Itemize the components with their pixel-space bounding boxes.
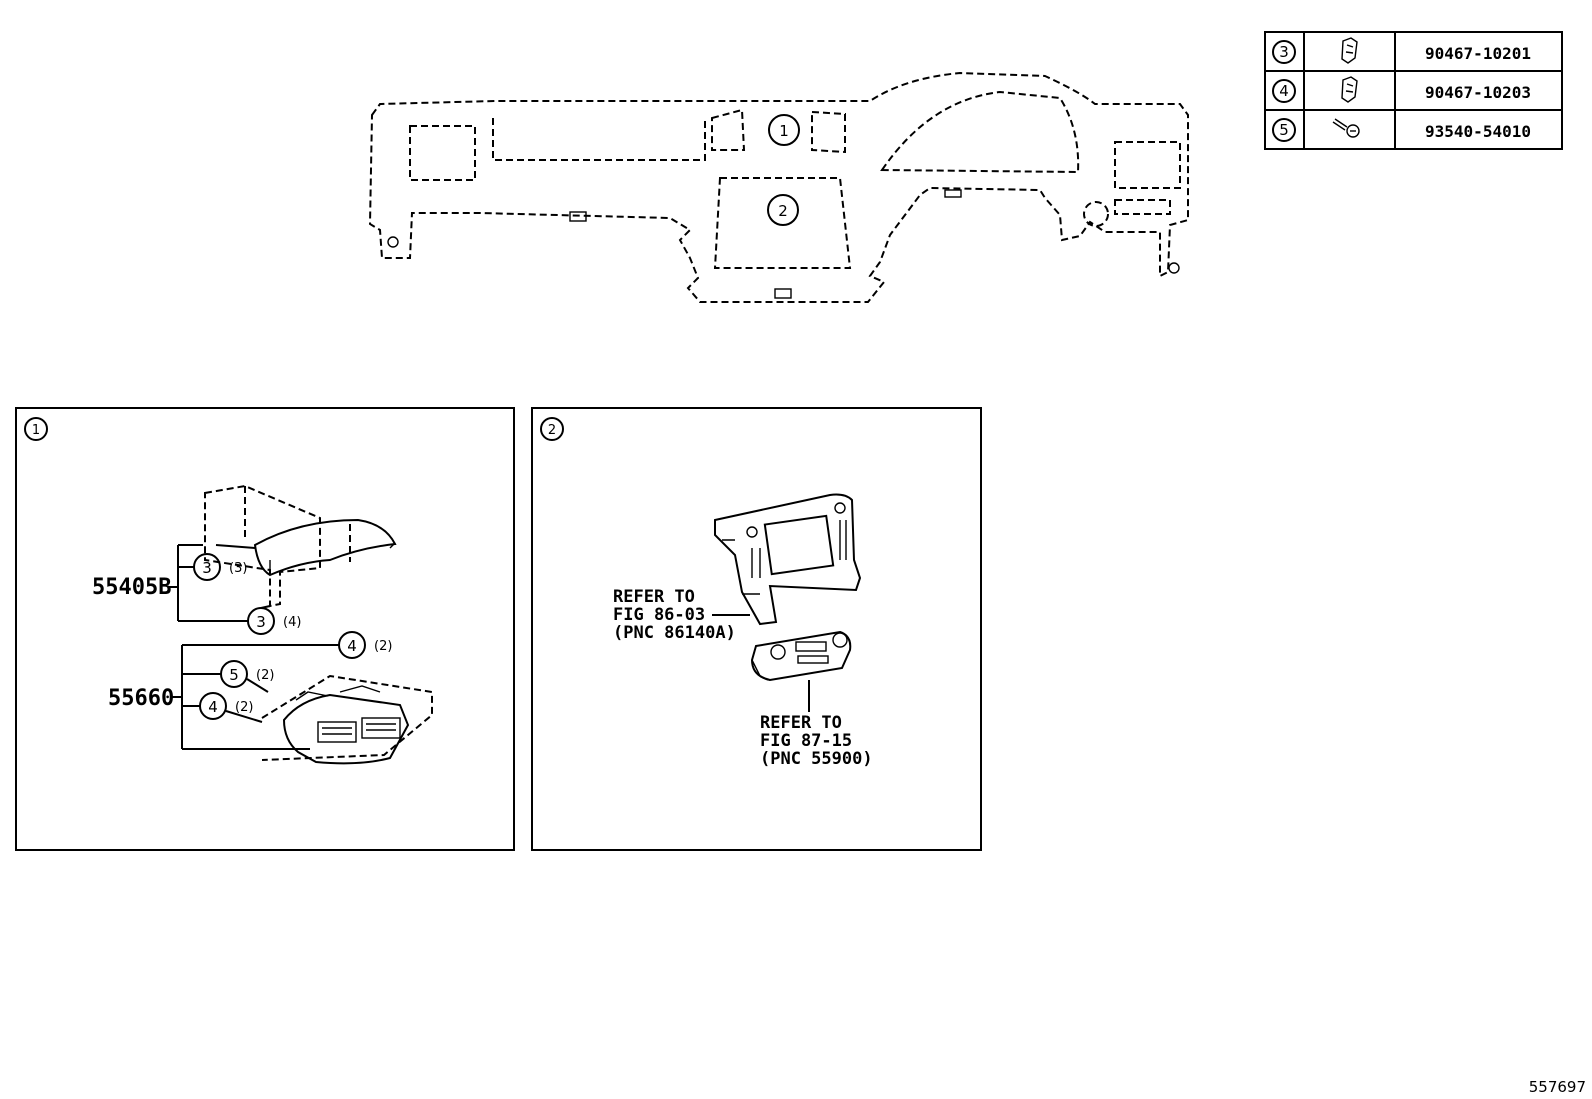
svg-text:4: 4 <box>347 637 357 655</box>
svg-text:REFER TO: REFER TO <box>760 713 842 733</box>
legend-part-number-4: 90467-10203 <box>1425 83 1531 102</box>
svg-text:1: 1 <box>779 122 789 140</box>
svg-text:(3): (3) <box>229 561 247 576</box>
clip-icon <box>1341 76 1358 103</box>
legend-row-3[interactable]: 3 90467-10201 <box>1272 37 1531 64</box>
ref-callout-5[interactable]: 5 (2) <box>220 660 274 688</box>
fastener-legend-table: 3 90467-10201 4 90467-10203 5 93540-5401… <box>1264 31 1563 150</box>
detail-panel-2: 2 REFER TO FIG 86-03 (PNC 86140A) <box>531 407 982 851</box>
legend-part-number-3: 90467-10201 <box>1425 44 1531 63</box>
overview-callout-1[interactable]: 1 <box>768 114 800 146</box>
instrument-panel-overview: 1 2 <box>368 71 1189 303</box>
display-bezel-drawing <box>714 493 862 626</box>
part-number-55660[interactable]: 55660 <box>108 686 174 711</box>
refer-note-fig-87-15[interactable]: REFER TO FIG 87-15 (PNC 55900) <box>760 713 873 769</box>
svg-text:FIG 87-15: FIG 87-15 <box>760 731 852 751</box>
svg-text:2: 2 <box>778 202 788 220</box>
svg-text:(2): (2) <box>256 668 274 683</box>
svg-text:4: 4 <box>208 698 218 716</box>
svg-text:3: 3 <box>256 613 266 631</box>
panel-2-id: 2 <box>548 423 556 438</box>
air-vent-drawing <box>261 674 433 765</box>
svg-text:FIG 86-03: FIG 86-03 <box>613 605 705 625</box>
refer-note-fig-86-03[interactable]: REFER TO FIG 86-03 (PNC 86140A) <box>613 587 736 643</box>
ref-callout-3-a[interactable]: 3 (3) <box>193 553 247 581</box>
legend-ref-4: 4 <box>1279 82 1289 100</box>
overview-callout-2[interactable]: 2 <box>767 194 799 226</box>
ref-callout-4-a[interactable]: 4 (2) <box>338 631 392 659</box>
panel-cover-drawing <box>204 484 397 608</box>
ref-callout-4-b[interactable]: 4 (2) <box>199 692 253 720</box>
clip-icon <box>1341 37 1358 64</box>
legend-row-5[interactable]: 5 93540-54010 <box>1272 118 1531 142</box>
legend-ref-5: 5 <box>1279 121 1289 139</box>
ref-callout-3-b[interactable]: 3 (4) <box>247 607 301 635</box>
svg-text:(PNC 86140A): (PNC 86140A) <box>613 623 736 643</box>
panel-1-id: 1 <box>32 423 40 438</box>
svg-text:(2): (2) <box>374 639 392 654</box>
part-number-55405b[interactable]: 55405B <box>92 575 171 600</box>
legend-part-number-5: 93540-54010 <box>1425 122 1531 141</box>
svg-text:REFER TO: REFER TO <box>613 587 695 607</box>
svg-text:5: 5 <box>229 666 239 684</box>
svg-text:(PNC 55900): (PNC 55900) <box>760 749 873 769</box>
svg-text:3: 3 <box>202 559 212 577</box>
legend-row-4[interactable]: 4 90467-10203 <box>1272 76 1531 103</box>
illustration-code: 557697 <box>1529 1078 1586 1096</box>
detail-panel-1: 1 55405B 3 (3) 3 <box>15 407 515 851</box>
climate-control-drawing <box>750 630 852 682</box>
svg-text:(4): (4) <box>283 615 301 630</box>
screw-icon <box>1332 118 1360 138</box>
legend-ref-3: 3 <box>1279 43 1289 61</box>
svg-text:(2): (2) <box>235 700 253 715</box>
